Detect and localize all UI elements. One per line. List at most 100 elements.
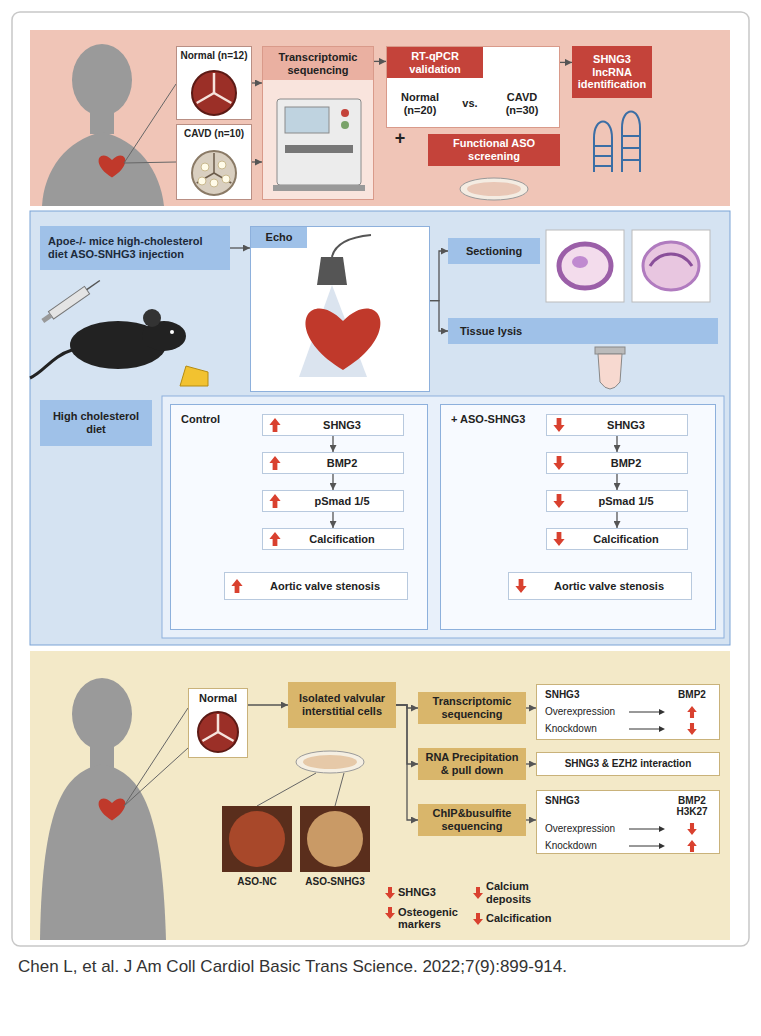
marker-box: SHNG3 xyxy=(262,414,404,436)
connector-arrow xyxy=(374,61,386,62)
marker-box: Aortic valve stenosis xyxy=(224,572,408,600)
connector-arrow xyxy=(616,512,617,528)
flow-arrow xyxy=(659,726,665,732)
valve-icon xyxy=(192,151,236,195)
sequencer-icon xyxy=(273,185,365,191)
connector-arrow xyxy=(230,247,250,248)
method-box: RNA Precipitation & pull down xyxy=(418,748,526,780)
node-heading: SNHG3 xyxy=(545,689,615,701)
group-panel: SHNG3BMP2pSmad 1/5CalcificationAortic va… xyxy=(170,404,428,630)
node-heading: Control xyxy=(181,413,261,426)
node-text: Knockdown xyxy=(545,723,625,735)
down-arrow-icon xyxy=(553,418,564,432)
person-silhouette xyxy=(90,110,114,134)
flow-arrow xyxy=(629,712,659,713)
rna-hairpin xyxy=(594,165,612,167)
node-heading: Isolated valvular interstitial cells xyxy=(292,692,392,717)
node-heading: SNHG3 xyxy=(545,795,615,807)
connector-arrow xyxy=(430,251,448,301)
method-box: ChIP&busulfite sequencing xyxy=(418,804,526,836)
down-arrow-icon xyxy=(553,532,564,546)
sample-box: Normal xyxy=(188,688,248,758)
node-heading: ChIP&busulfite sequencing xyxy=(422,807,522,832)
node-heading: BMP2 xyxy=(611,457,642,470)
petri-dish xyxy=(296,751,364,773)
node-heading: Apoe-/- mice high-cholesterol diet ASO-S… xyxy=(48,235,222,260)
connector-arrow xyxy=(248,704,288,705)
node-heading: Transcriptomic sequencing xyxy=(263,47,373,80)
up-arrow-icon xyxy=(231,579,242,593)
petri-dish xyxy=(460,178,528,200)
down-arrow-icon xyxy=(515,579,526,593)
method-box: Transcriptomic sequencing xyxy=(262,46,374,200)
heart-icon xyxy=(99,156,126,178)
result-box: SHNG3 lncRNA identification xyxy=(572,46,652,98)
flow-arrow xyxy=(659,709,665,715)
sequencer-icon xyxy=(277,99,361,185)
node-heading: pSmad 1/5 xyxy=(314,495,369,508)
result-box: SNHG3BMP2 H3K27OverexpressionKnockdown xyxy=(536,790,720,854)
flow-arrow xyxy=(629,729,659,730)
stain-photo xyxy=(229,811,285,867)
connector-arrow xyxy=(252,82,262,83)
person-silhouette xyxy=(40,678,166,940)
plus-sign: + xyxy=(388,128,412,149)
method-header: Functional ASO screening xyxy=(428,134,560,166)
node-heading: SHNG3 & EZH2 interaction xyxy=(565,758,692,770)
rna-hairpin xyxy=(594,155,612,157)
valve-icon xyxy=(192,71,236,115)
up-arrow-icon xyxy=(269,494,280,508)
model-box: Apoe-/- mice high-cholesterol diet ASO-S… xyxy=(40,226,230,270)
leader-line xyxy=(335,773,344,806)
heart-icon xyxy=(306,309,381,370)
connector-arrow xyxy=(332,512,333,528)
group-fill xyxy=(440,404,716,630)
connector-arrow xyxy=(616,436,617,452)
calcium-nodule xyxy=(201,163,209,171)
node-text: Knockdown xyxy=(545,840,625,852)
rna-hairpin xyxy=(594,122,612,173)
node-heading: pSmad 1/5 xyxy=(598,495,653,508)
stain-photo xyxy=(300,806,370,872)
result-box: SHNG3 & EZH2 interaction xyxy=(536,752,720,776)
marker-box: Calcification xyxy=(546,528,688,550)
histology-image xyxy=(559,244,611,288)
rna-hairpin xyxy=(622,135,640,137)
flow-arrow xyxy=(659,826,665,832)
node-heading: Calcification xyxy=(593,533,658,546)
node-text: Overexpression xyxy=(545,823,625,835)
node-heading: CAVD (n=10) xyxy=(178,128,250,140)
leader-line xyxy=(257,773,316,806)
leader-line xyxy=(124,84,176,163)
sub-panel xyxy=(162,396,724,638)
node-illustration xyxy=(251,227,429,391)
valve-icon xyxy=(197,93,214,103)
rna-hairpin xyxy=(622,147,640,149)
mouse-figure xyxy=(30,350,72,378)
marker-box: Calcification xyxy=(262,528,404,550)
panel-band xyxy=(30,651,730,940)
step-band: Sectioning xyxy=(448,238,540,264)
petri-dish xyxy=(467,182,521,196)
annotation-label: SHNG3 xyxy=(398,886,468,899)
valve-icon xyxy=(192,151,236,195)
group-panel: SHNG3BMP2pSmad 1/5CalcificationAortic va… xyxy=(440,404,716,630)
marker-box: SHNG3 xyxy=(546,414,688,436)
rna-hairpin xyxy=(622,159,640,161)
up-arrow-icon xyxy=(269,532,280,546)
calcium-nodule xyxy=(218,161,226,169)
rna-hairpin xyxy=(594,145,612,147)
person-silhouette xyxy=(42,132,164,206)
marker-box: BMP2 xyxy=(546,452,688,474)
node-heading: Aortic valve stenosis xyxy=(270,580,380,593)
tube-icon xyxy=(595,347,625,389)
valve-icon xyxy=(198,712,238,752)
sequencer-icon xyxy=(341,109,349,117)
panel-band xyxy=(30,211,730,645)
calcium-nodule xyxy=(222,175,230,183)
